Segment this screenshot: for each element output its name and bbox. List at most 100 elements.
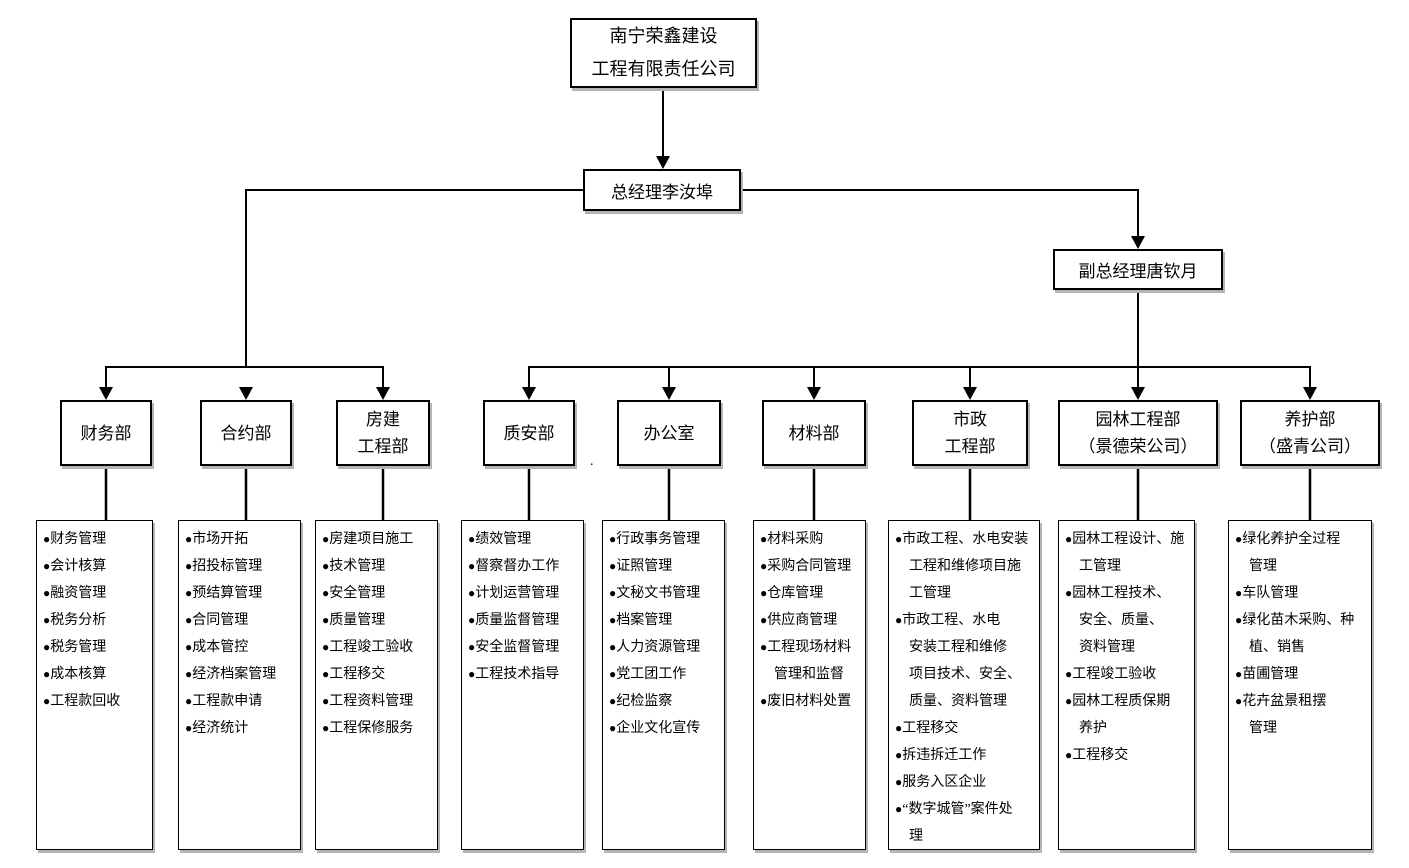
duty-item: ●市场开拓 <box>185 526 298 553</box>
duty-text: 仓库管理 <box>767 586 824 601</box>
duty-item: ●废旧材料处置 <box>760 688 863 715</box>
bullet-icon: ● <box>185 667 193 681</box>
duty-item: ●工程保修服务 <box>322 715 435 742</box>
department-maintenance-duties: ●绿化养护全过程 管理●车队管理●绿化苗木采购、种 植、销售●苗圃管理●花卉盆景… <box>1228 520 1372 850</box>
duty-item: ●证照管理 <box>609 553 722 580</box>
bullet-icon: ● <box>760 694 768 708</box>
bullet-icon: ● <box>185 721 193 735</box>
arrowhead-icon <box>376 387 390 400</box>
duty-text: 纪检监察 <box>616 694 673 709</box>
duty-list: ●绿化养护全过程 管理●车队管理●绿化苗木采购、种 植、销售●苗圃管理●花卉盆景… <box>1229 521 1371 742</box>
duty-text: 绿化养护全过程 管理 <box>1242 532 1341 574</box>
bullet-icon: ● <box>322 640 330 654</box>
deputy-general-manager-box: 副总经理唐钦月 <box>1053 249 1223 290</box>
duty-item: ●工程移交 <box>322 661 435 688</box>
arrowhead-icon <box>656 156 670 169</box>
bullet-icon: ● <box>43 667 51 681</box>
duty-text: 档案管理 <box>616 613 673 628</box>
duty-text: 成本核算 <box>50 667 107 682</box>
general-manager-label: 总经理李汝埠 <box>611 182 713 202</box>
duty-text: 市场开拓 <box>192 532 249 547</box>
bullet-icon: ● <box>322 532 330 546</box>
bullet-icon: ● <box>609 640 617 654</box>
duty-item: ●企业文化宣传 <box>609 715 722 742</box>
duty-text: 工程移交 <box>329 667 386 682</box>
duty-item: ●车队管理 <box>1235 580 1369 607</box>
department-housing-construction-duties: ●房建项目施工●技术管理●安全管理●质量管理●工程竣工验收●工程移交●工程资料管… <box>315 520 438 850</box>
duty-item: ●财务管理 <box>43 526 150 553</box>
department-municipal-engineering: 市政 工程部 <box>912 400 1028 466</box>
bullet-icon: ● <box>43 559 51 573</box>
department-finance: 财务部 <box>60 400 152 466</box>
duty-text: 经济档案管理 <box>192 667 277 682</box>
bullet-icon: ● <box>468 667 476 681</box>
bullet-icon: ● <box>468 586 476 600</box>
deputy-general-manager-label: 副总经理唐钦月 <box>1078 262 1198 281</box>
duty-item: ●园林工程技术、 安全、质量、 资料管理 <box>1065 580 1192 661</box>
duty-item: ●工程竣工验收 <box>1065 661 1192 688</box>
duty-text: 党工团工作 <box>616 667 687 682</box>
duty-text: 房建项目施工 <box>329 532 414 547</box>
arrowhead-icon <box>662 387 676 400</box>
duty-item: ●园林工程设计、施 工管理 <box>1065 526 1192 580</box>
department-office: 办公室 <box>617 400 721 466</box>
duty-text: 税务管理 <box>50 640 107 655</box>
duty-item: ●质量管理 <box>322 607 435 634</box>
duty-text: 绿化苗木采购、种 植、销售 <box>1242 613 1355 655</box>
duty-item: ●纪检监察 <box>609 688 722 715</box>
duty-item: ●行政事务管理 <box>609 526 722 553</box>
bullet-icon: ● <box>468 532 476 546</box>
department-quality-safety: 质安部 <box>483 400 575 466</box>
duty-item: ●会计核算 <box>43 553 150 580</box>
duty-text: 企业文化宣传 <box>616 721 701 736</box>
bullet-icon: ● <box>185 613 193 627</box>
duty-text: 工程款申请 <box>192 694 263 709</box>
duty-item: ●税务分析 <box>43 607 150 634</box>
bullet-icon: ● <box>609 559 617 573</box>
bullet-icon: ● <box>760 532 768 546</box>
duty-item: ●党工团工作 <box>609 661 722 688</box>
bullet-icon: ● <box>1235 586 1243 600</box>
arrowhead-icon <box>1131 387 1145 400</box>
bullet-icon: ● <box>43 586 51 600</box>
bullet-icon: ● <box>43 532 51 546</box>
duty-text: 督察督办工作 <box>475 559 560 574</box>
bullet-icon: ● <box>1065 748 1073 762</box>
duty-text: 计划运营管理 <box>475 586 560 601</box>
duty-item: ●督察督办工作 <box>468 553 581 580</box>
duty-text: 市政工程、水电安装 工程和维修项目施 工管理 <box>902 532 1029 601</box>
bullet-icon: ● <box>185 532 193 546</box>
duty-text: 证照管理 <box>616 559 673 574</box>
duty-item: ●税务管理 <box>43 634 150 661</box>
duty-item: ●采购合同管理 <box>760 553 863 580</box>
department-materials: 材料部 <box>762 400 866 466</box>
duty-text: 绩效管理 <box>475 532 532 547</box>
bullet-icon: ● <box>43 613 51 627</box>
duty-text: 废旧材料处置 <box>767 694 852 709</box>
duty-item: ●绿化养护全过程 管理 <box>1235 526 1369 580</box>
duty-item: ●档案管理 <box>609 607 722 634</box>
duty-text: 园林工程质保期 养护 <box>1072 694 1171 736</box>
department-maintenance: 养护部 （盛青公司） <box>1240 400 1380 466</box>
duty-item: ●工程资料管理 <box>322 688 435 715</box>
duty-text: 工程技术指导 <box>475 667 560 682</box>
duty-text: 园林工程设计、施 工管理 <box>1072 532 1185 574</box>
department-finance-duties: ●财务管理●会计核算●融资管理●税务分析●税务管理●成本核算●工程款回收 <box>36 520 153 850</box>
bullet-icon: ● <box>322 559 330 573</box>
duty-text: 合同管理 <box>192 613 249 628</box>
duty-item: ●服务入区企业 <box>895 769 1037 796</box>
duty-item: ●成本管控 <box>185 634 298 661</box>
bullet-icon: ● <box>1065 586 1073 600</box>
duty-item: ●绩效管理 <box>468 526 581 553</box>
duty-list: ●材料采购●采购合同管理●仓库管理●供应商管理●工程现场材料 管理和监督●废旧材… <box>754 521 865 715</box>
duty-item: ●成本核算 <box>43 661 150 688</box>
bullet-icon: ● <box>185 559 193 573</box>
bullet-icon: ● <box>1235 694 1243 708</box>
duty-text: 材料采购 <box>767 532 824 547</box>
duty-item: ●“数字城管”案件处 理 <box>895 796 1037 850</box>
duty-item: ●工程技术指导 <box>468 661 581 688</box>
bullet-icon: ● <box>895 748 903 762</box>
department-materials-duties: ●材料采购●采购合同管理●仓库管理●供应商管理●工程现场材料 管理和监督●废旧材… <box>753 520 866 850</box>
arrowhead-icon <box>239 387 253 400</box>
